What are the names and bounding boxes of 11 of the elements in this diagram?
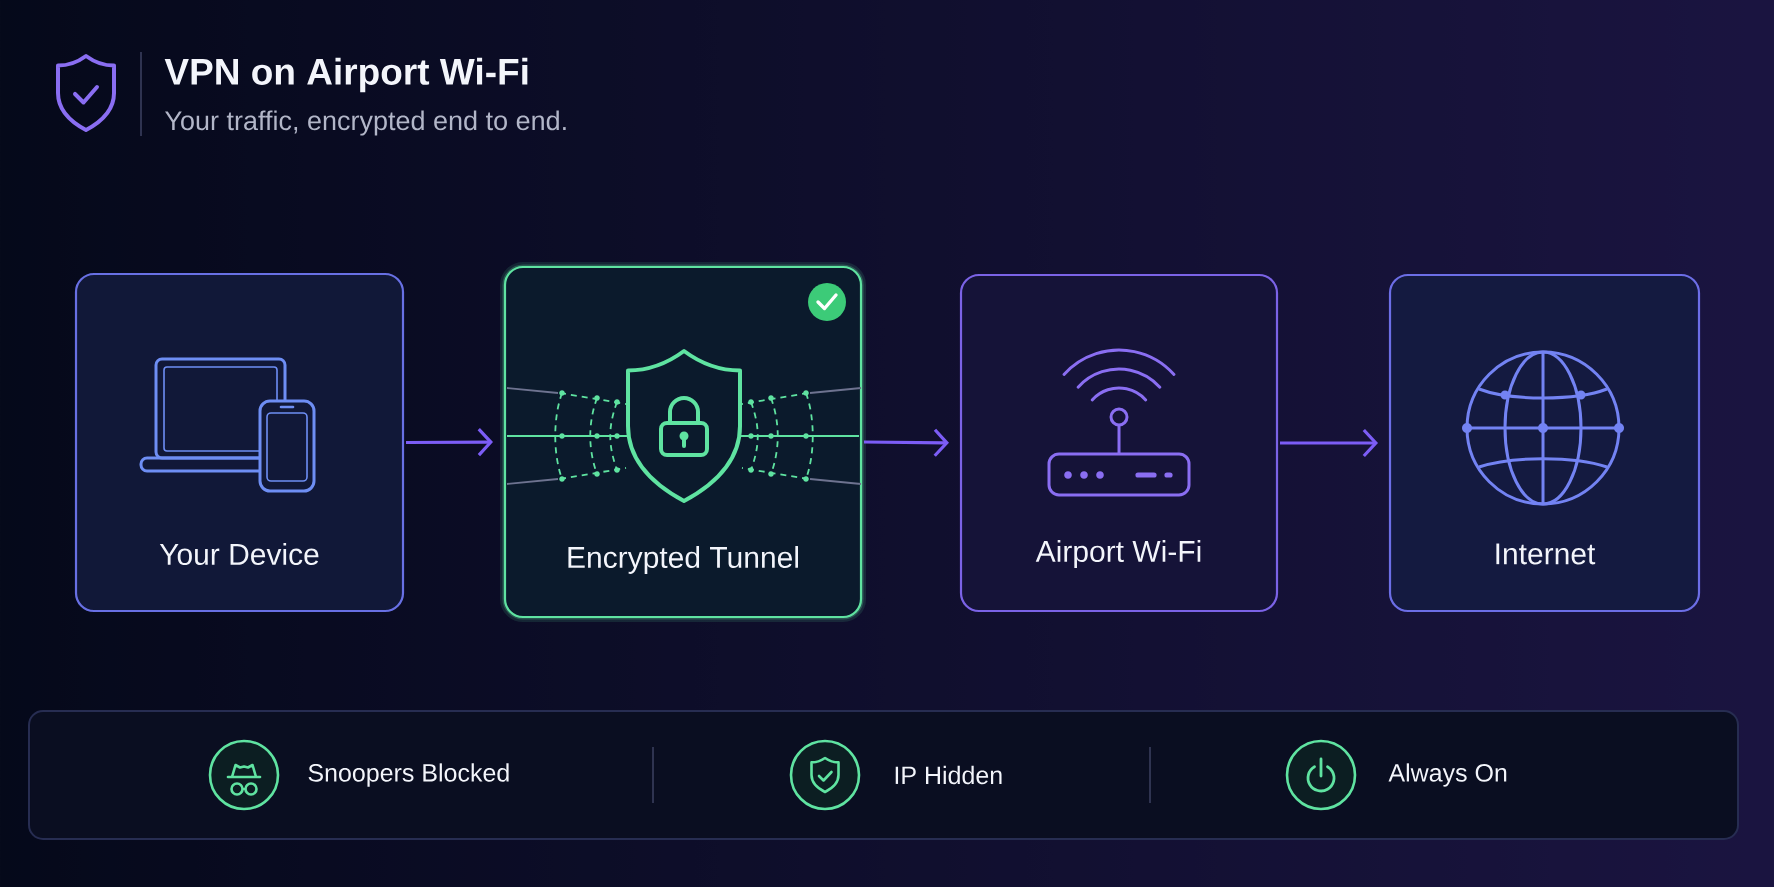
arrow <box>406 428 493 457</box>
arrow <box>864 428 949 457</box>
feature-label: Snoopers Blocked <box>308 763 509 787</box>
subtitle: Your traffic, encrypted end to end. <box>165 110 566 136</box>
feature-label: Always On <box>1388 763 1507 787</box>
step-box: Internet <box>1388 273 1701 613</box>
arrow <box>1280 428 1378 458</box>
step-box: Airport Wi-Fi <box>959 273 1279 613</box>
title: VPN on Airport Wi-Fi <box>164 57 528 93</box>
step-box: Your Device <box>74 272 405 613</box>
feature-label: IP Hidden <box>895 765 1002 785</box>
